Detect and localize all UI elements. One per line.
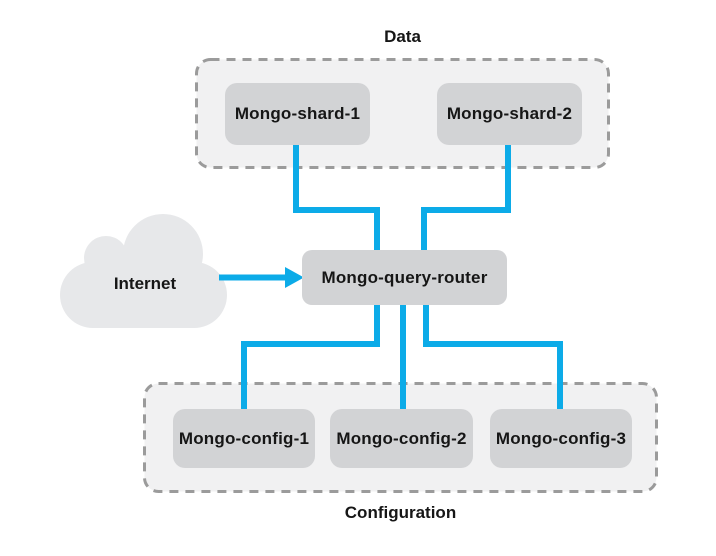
node-mongo-query-router: Mongo-query-router [302, 250, 507, 305]
node-mongo-config-2: Mongo-config-2 [330, 409, 473, 468]
data-section-label: Data [384, 27, 421, 46]
node-mongo-shard-1: Mongo-shard-1 [225, 83, 370, 145]
node-mongo-shard-2: Mongo-shard-2 [437, 83, 582, 145]
connector-router-config1 [241, 303, 380, 411]
node-mongo-config-3: Mongo-config-3 [490, 409, 632, 468]
internet-label: Internet [113, 274, 177, 293]
node-mongo-config-2-label: Mongo-config-2 [336, 428, 467, 448]
connector-shard1-router [293, 144, 380, 252]
node-mongo-query-router-label: Mongo-query-router [321, 267, 488, 287]
node-mongo-config-1-label: Mongo-config-1 [178, 428, 310, 448]
connector-shard2-router [421, 144, 511, 252]
node-mongo-shard-1-label: Mongo-shard-1 [234, 104, 361, 123]
arrow-icon [219, 267, 304, 288]
node-mongo-shard-2-label: Mongo-shard-2 [446, 104, 573, 123]
node-mongo-config-1: Mongo-config-1 [173, 409, 315, 468]
configuration-section-label: Configuration [344, 503, 457, 522]
connector-router-config3 [423, 303, 563, 411]
node-mongo-config-3-label: Mongo-config-3 [495, 428, 627, 448]
cloud-icon [60, 214, 227, 328]
